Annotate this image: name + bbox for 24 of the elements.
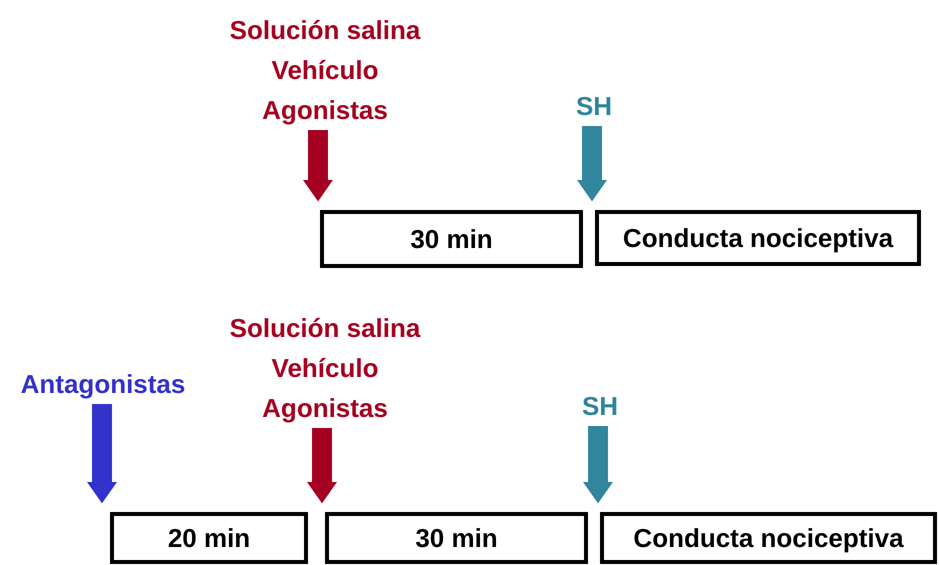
arrow bbox=[303, 130, 333, 202]
treatment-label: Vehículo bbox=[272, 54, 378, 87]
arrow bbox=[87, 404, 117, 504]
treatment-label: Antagonistas bbox=[20, 368, 186, 401]
period-box bbox=[110, 512, 308, 564]
duration-text: Conducta nociceptiva bbox=[633, 522, 904, 554]
arrow bbox=[583, 426, 613, 504]
treatment-label: SH bbox=[576, 90, 612, 123]
period-box bbox=[595, 210, 921, 266]
period-box bbox=[600, 512, 937, 564]
treatment-label: Agonistas bbox=[262, 94, 388, 127]
treatment-label: SH bbox=[582, 390, 618, 423]
treatment-label: Solución salina bbox=[230, 14, 420, 47]
period-box bbox=[320, 210, 583, 268]
arrow bbox=[307, 428, 337, 504]
treatment-label: Agonistas bbox=[262, 392, 388, 425]
duration-text: 30 min bbox=[415, 522, 498, 554]
duration-text: 20 min bbox=[168, 522, 250, 554]
duration-text: 30 min bbox=[410, 222, 493, 256]
period-box bbox=[325, 512, 588, 564]
treatment-label: Vehículo bbox=[272, 352, 378, 385]
duration-text: Conducta nociceptiva bbox=[622, 222, 894, 254]
treatment-label: Solución salina bbox=[230, 312, 420, 345]
arrow bbox=[577, 126, 607, 202]
